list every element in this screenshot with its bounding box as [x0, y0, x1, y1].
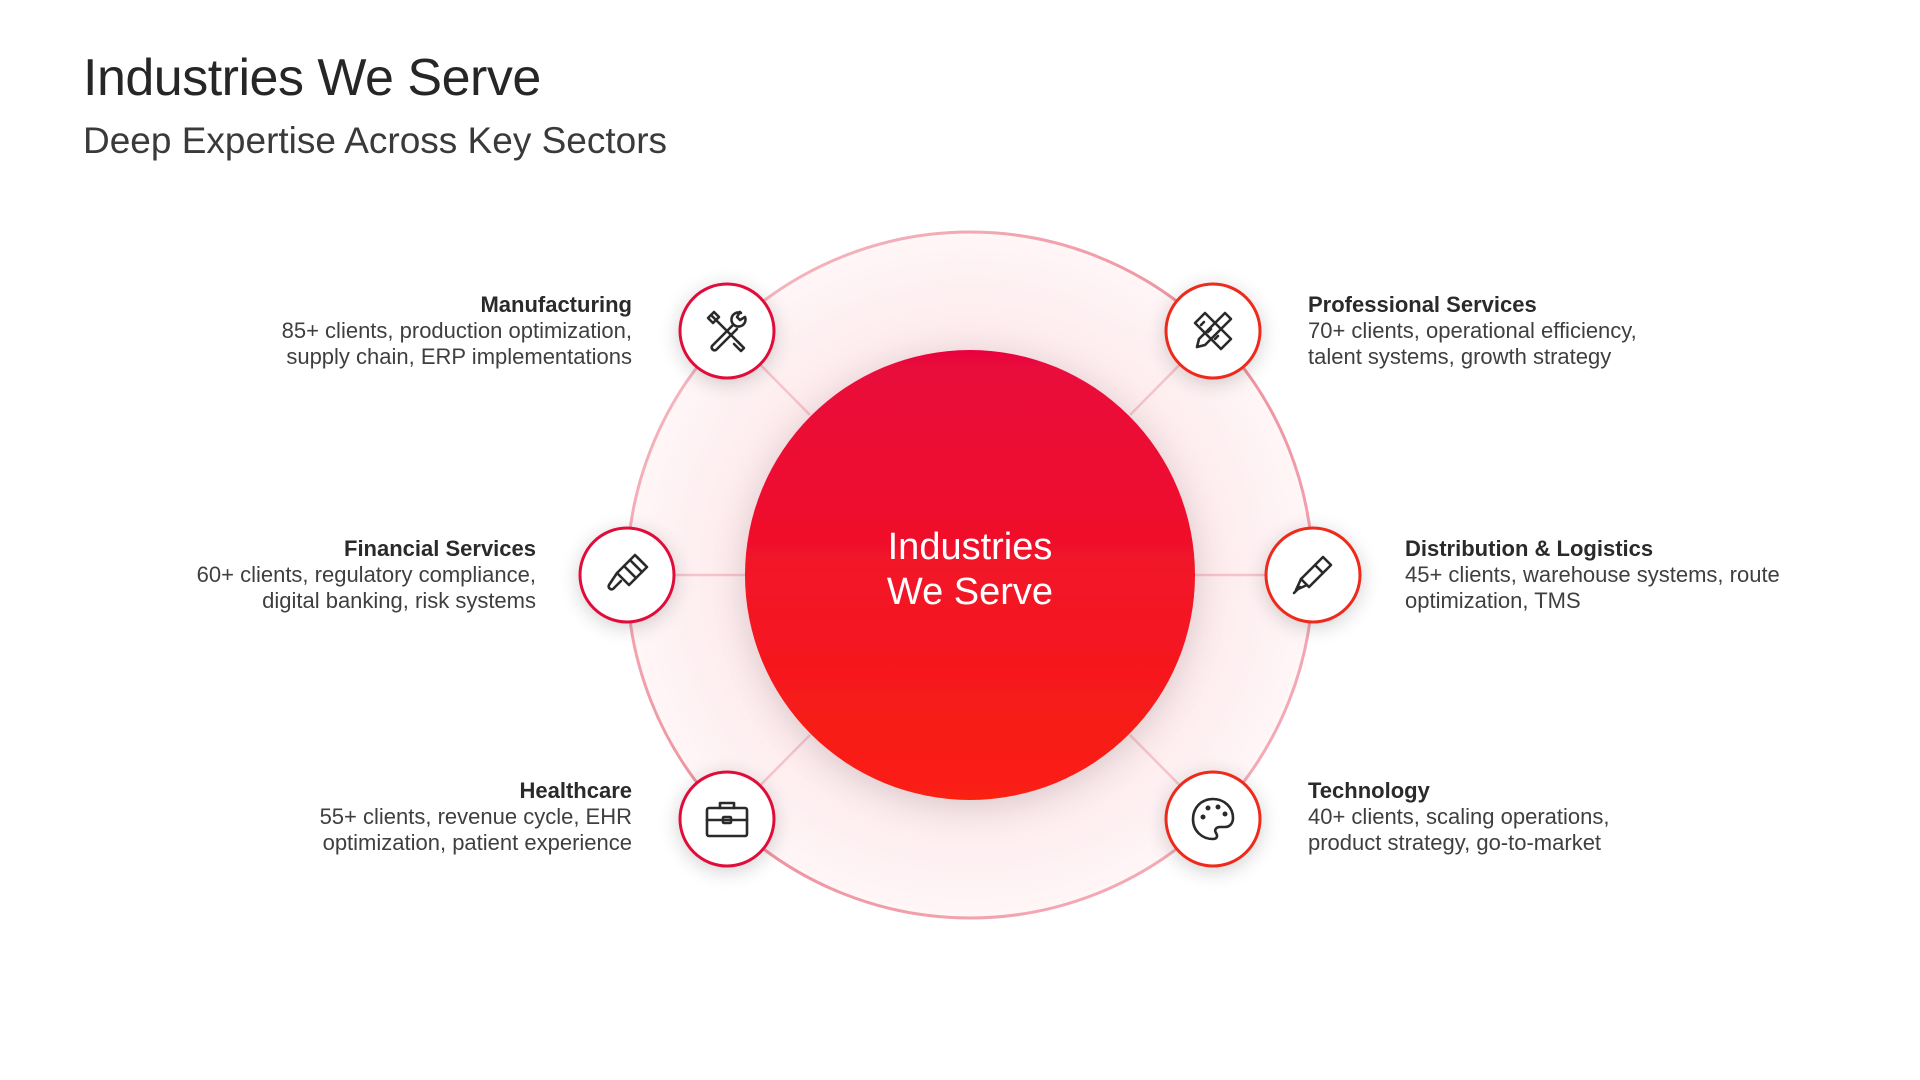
industry-desc-line1: 40+ clients, scaling operations, — [1308, 804, 1610, 829]
industry-desc-line1: 45+ clients, warehouse systems, route — [1405, 562, 1780, 587]
page-subtitle: Deep Expertise Across Key Sectors — [83, 120, 668, 161]
industry-desc-line2: optimization, patient experience — [322, 830, 632, 855]
node-technology[interactable] — [1164, 770, 1262, 868]
briefcase-icon — [705, 801, 749, 838]
industry-healthcare: Healthcare 55+ clients, revenue cycle, E… — [202, 778, 632, 856]
page-title: Industries We Serve — [83, 49, 541, 107]
center-label-line2: We Serve — [886, 571, 1054, 613]
palette-icon — [1191, 797, 1235, 841]
industry-distribution-logistics: Distribution & Logistics 45+ clients, wa… — [1405, 536, 1835, 614]
industry-desc-line2: digital banking, risk systems — [262, 588, 536, 613]
paint-brush-icon — [607, 553, 649, 591]
industry-name: Manufacturing — [480, 292, 632, 317]
core-circle — [745, 350, 1195, 800]
node-distribution[interactable] — [1264, 526, 1362, 624]
industry-manufacturing: Manufacturing 85+ clients, production op… — [202, 292, 632, 370]
industry-desc-line1: 70+ clients, operational efficiency, — [1308, 318, 1637, 343]
industry-desc-line2: optimization, TMS — [1405, 588, 1581, 613]
industry-desc-line2: supply chain, ERP implementations — [286, 344, 632, 369]
industry-name: Financial Services — [344, 536, 536, 561]
industry-professional-services: Professional Services 70+ clients, opera… — [1308, 292, 1738, 370]
pencil-ruler-icon — [1193, 311, 1233, 351]
node-financial[interactable] — [578, 526, 676, 624]
node-professional[interactable] — [1164, 282, 1262, 380]
industry-desc-line2: product strategy, go-to-market — [1308, 830, 1602, 855]
industry-desc-line1: 55+ clients, revenue cycle, EHR — [319, 804, 632, 829]
industry-name: Professional Services — [1308, 292, 1537, 317]
industry-name: Distribution & Logistics — [1405, 536, 1654, 561]
industry-technology: Technology 40+ clients, scaling operatio… — [1308, 778, 1738, 856]
pen-icon — [1292, 555, 1333, 595]
industry-name: Healthcare — [519, 778, 632, 803]
industry-desc-line2: talent systems, growth strategy — [1308, 344, 1612, 369]
center-label-line1: Industries — [887, 526, 1053, 568]
tools-icon — [706, 310, 747, 353]
center-label: Industries We Serve — [790, 525, 1150, 615]
industry-desc-line1: 85+ clients, production optimization, — [281, 318, 632, 343]
industry-desc-line1: 60+ clients, regulatory compliance, — [196, 562, 536, 587]
industry-name: Technology — [1308, 778, 1430, 803]
industry-financial-services: Financial Services 60+ clients, regulato… — [106, 536, 536, 614]
